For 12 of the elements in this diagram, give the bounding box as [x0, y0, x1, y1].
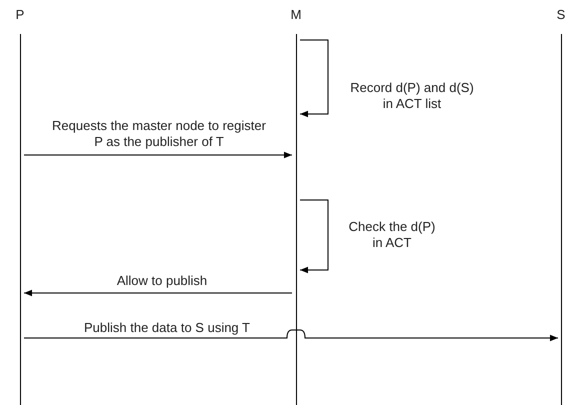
- lifeline: [16, 8, 24, 405]
- message-arrow: [24, 152, 292, 158]
- participant-label: S: [556, 8, 566, 22]
- self-message-arrow: [300, 40, 328, 118]
- lifeline: [558, 8, 564, 405]
- self-message-arrow: [300, 200, 328, 274]
- participant-label: P: [16, 8, 24, 22]
- message-label: Requests the master node to register P as the publisher of T: [50, 118, 268, 150]
- lifeline: [292, 8, 300, 405]
- message-arrow: [24, 330, 558, 342]
- participant-label: M: [290, 8, 302, 22]
- message-arrow: [24, 290, 292, 296]
